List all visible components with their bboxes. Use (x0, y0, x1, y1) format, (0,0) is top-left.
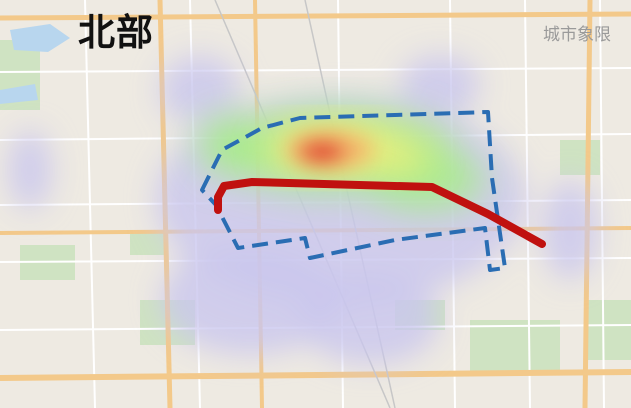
route-line (214, 178, 546, 248)
watermark: 城市象限 (543, 25, 611, 45)
dashed-boundary (200, 110, 507, 272)
map-title: 北部 (78, 11, 154, 54)
water-bodies (0, 24, 70, 104)
